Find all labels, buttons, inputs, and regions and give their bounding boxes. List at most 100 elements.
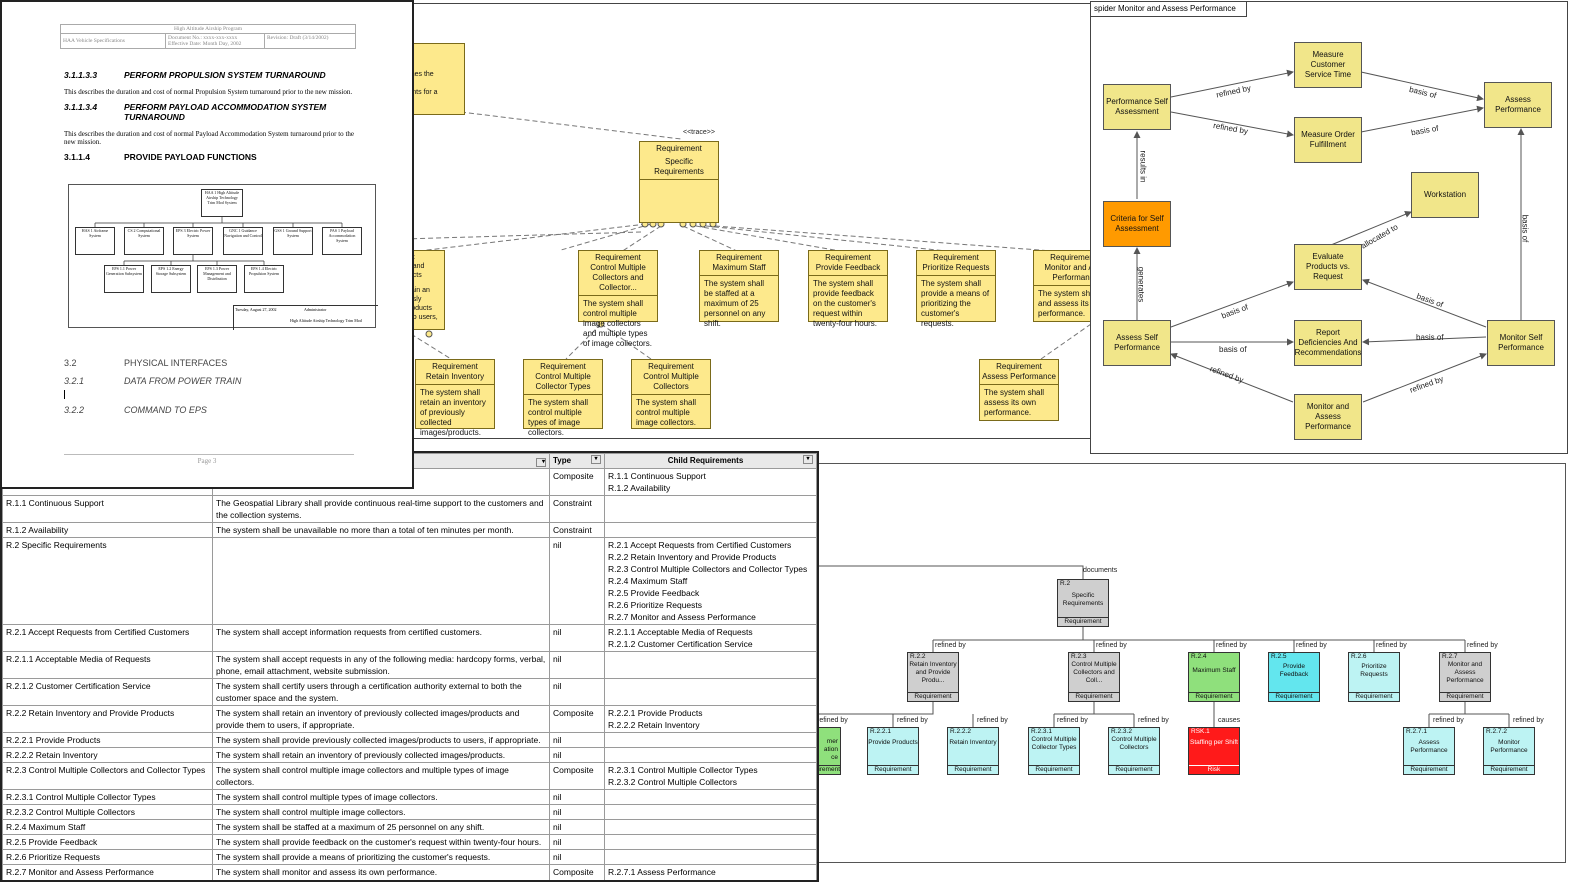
requirement-type-cell[interactable]: nil (549, 804, 605, 820)
requirement-name-cell[interactable]: R.2.1 Accept Requests from Certified Cus… (2, 624, 213, 652)
requirement-type-cell[interactable]: nil (549, 678, 605, 706)
child-requirements-cell[interactable] (604, 732, 817, 748)
child-requirements-cell[interactable] (604, 834, 817, 850)
tree-node-r231[interactable]: R.2.3.1 Control Multiple Collector Types… (1028, 727, 1080, 775)
requirement-text-cell[interactable]: The system shall control multiple image … (212, 762, 550, 790)
requirement-name-cell[interactable]: R.1.2 Availability (2, 522, 213, 538)
requirement-name-cell[interactable]: R.2 Specific Requirements (2, 537, 213, 625)
requirement-text-cell[interactable]: The system shall be staffed at a maximum… (212, 819, 550, 835)
col-header-child[interactable]: Child Requirements ▾ (604, 453, 817, 469)
child-requirements-cell[interactable] (604, 789, 817, 805)
spider-report-deficiencies[interactable]: Report Deficiencies And Recommendations (1294, 320, 1362, 366)
filter-dropdown-icon[interactable]: ▾ (803, 455, 813, 464)
trace-main-requirement[interactable]: Requirement Specific Requirements (639, 141, 719, 223)
spider-monitor-self-performance[interactable]: Monitor Self Performance (1487, 320, 1555, 366)
table-row[interactable]: R.2.3.1 Control Multiple Collector Types… (2, 789, 817, 805)
requirement-type-cell[interactable]: nil (549, 732, 605, 748)
requirement-type-cell[interactable]: nil (549, 651, 605, 679)
child-requirements-cell[interactable] (604, 819, 817, 835)
requirement-name-cell[interactable]: R.2.1.2 Customer Certification Service (2, 678, 213, 706)
child-requirements-cell[interactable] (604, 651, 817, 679)
child-requirements-cell[interactable] (604, 849, 817, 865)
tree-node-r25[interactable]: R.2.5 Provide Feedback Requirement (1268, 652, 1320, 702)
requirement-text-cell[interactable]: The system shall control multiple image … (212, 804, 550, 820)
requirement-text-cell[interactable]: The system shall retain an inventory of … (212, 705, 550, 733)
child-requirements-cell[interactable]: R.2.1 Accept Requests from Certified Cus… (604, 537, 817, 625)
spider-assess-self-performance[interactable]: Assess Self Performance (1103, 320, 1171, 366)
requirement-name-cell[interactable]: R.2.3 Control Multiple Collectors and Co… (2, 762, 213, 790)
spider-workstation[interactable]: Workstation (1411, 172, 1479, 218)
requirement-text-cell[interactable]: The system shall retain an inventory of … (212, 747, 550, 763)
filter-dropdown-icon[interactable]: ▾ (536, 458, 546, 467)
child-requirements-cell[interactable]: R.2.3.1 Control Multiple Collector Types… (604, 762, 817, 790)
tree-node-r232[interactable]: R.2.3.2 Control Multiple Collectors Requ… (1108, 727, 1160, 775)
requirement-text-cell[interactable]: The system shall provide feedback on the… (212, 834, 550, 850)
requirement-type-cell[interactable]: Composite (549, 864, 605, 880)
tree-node-r221[interactable]: R.2.2.1 Provide Products Requirement (867, 727, 919, 775)
child-requirements-cell[interactable] (604, 522, 817, 538)
requirement-type-cell[interactable]: Composite (549, 705, 605, 733)
requirement-type-cell[interactable]: nil (549, 834, 605, 850)
requirement-name-cell[interactable]: R.2.1.1 Acceptable Media of Requests (2, 651, 213, 679)
spider-evaluate-products[interactable]: Evaluate Products vs. Request (1294, 244, 1362, 290)
requirement-text-cell[interactable]: The system shall provide previously coll… (212, 732, 550, 748)
requirement-name-cell[interactable]: R.2.4 Maximum Staff (2, 819, 213, 835)
requirement-type-cell[interactable]: Composite (549, 762, 605, 790)
requirement-name-cell[interactable]: R.2.2.1 Provide Products (2, 732, 213, 748)
requirement-text-cell[interactable]: The system shall accept information requ… (212, 624, 550, 652)
table-row[interactable]: R.2.2 Retain Inventory and Provide Produ… (2, 705, 817, 733)
requirement-type-cell[interactable]: nil (549, 747, 605, 763)
tree-node-r24[interactable]: R.2.4 Maximum Staff Requirement (1188, 652, 1240, 702)
tree-node-rsk1[interactable]: RSK.1 Staffing per Shift Risk (1188, 727, 1240, 775)
spider-performance-self-assessment[interactable]: Performance Self Assessment (1103, 84, 1171, 130)
requirement-name-cell[interactable]: R.2.3.1 Control Multiple Collector Types (2, 789, 213, 805)
requirement-type-cell[interactable]: nil (549, 819, 605, 835)
tree-node-r2[interactable]: R.2 Specific Requirements Requirement (1057, 579, 1109, 627)
requirement-text-cell[interactable]: The system shall accept requests in any … (212, 651, 550, 679)
requirement-type-cell[interactable]: nil (549, 624, 605, 652)
spider-assess-performance[interactable]: Assess Performance (1484, 82, 1552, 128)
child-requirements-cell[interactable] (604, 804, 817, 820)
requirement-name-cell[interactable]: R.2.6 Prioritize Requests (2, 849, 213, 865)
requirement-type-cell[interactable]: Composite (549, 468, 605, 496)
requirement-text-cell[interactable]: The system shall be unavailable no more … (212, 522, 550, 538)
tree-node-r26[interactable]: R.2.6 Prioritize Requests Requirement (1348, 652, 1400, 702)
requirement-text-cell[interactable] (212, 537, 550, 625)
tree-node-r23[interactable]: R.2.3 Control Multiple Collectors and Co… (1068, 652, 1120, 702)
requirement-name-cell[interactable]: R.2.2.2 Retain Inventory (2, 747, 213, 763)
child-requirements-cell[interactable] (604, 678, 817, 706)
table-row[interactable]: R.2.1 Accept Requests from Certified Cus… (2, 624, 817, 652)
child-requirements-cell[interactable] (604, 747, 817, 763)
spider-measure-customer-service-time[interactable]: Measure Customer Service Time (1294, 42, 1362, 88)
requirement-text-cell[interactable]: The system shall monitor and assess its … (212, 864, 550, 880)
filter-dropdown-icon[interactable]: ▾ (591, 455, 601, 464)
requirement-name-cell[interactable]: R.2.2 Retain Inventory and Provide Produ… (2, 705, 213, 733)
spider-monitor-assess-performance[interactable]: Monitor and Assess Performance (1294, 394, 1362, 440)
requirement-name-cell[interactable]: R.1.1 Continuous Support (2, 495, 213, 523)
spider-criteria-self-assessment[interactable]: Criteria for Self Assessment (1103, 201, 1171, 247)
tree-node-r27[interactable]: R.2.7 Monitor and Assess Performance Req… (1439, 652, 1491, 702)
requirement-type-cell[interactable]: nil (549, 849, 605, 865)
requirement-name-cell[interactable]: R.2.3.2 Control Multiple Collectors (2, 804, 213, 820)
